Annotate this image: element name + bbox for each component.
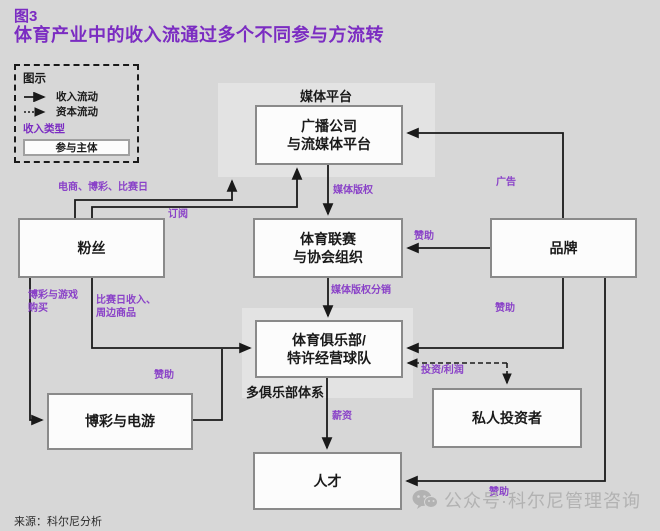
capital-flow-arrow-icon bbox=[24, 106, 46, 117]
flow-label-matchday-merchandise: 比赛日收入、 周边商品 bbox=[96, 295, 156, 319]
flow-label-investment-profit: 投资/利润 bbox=[421, 365, 464, 376]
container-media-platform-label: 媒体平台 bbox=[300, 89, 353, 104]
flow-label-sponsorship-talent: 赞助 bbox=[489, 487, 509, 498]
flow-label-sponsorship-betting: 赞助 bbox=[154, 370, 174, 381]
node-clubs: 体育俱乐部/ 特许经营球队 bbox=[255, 320, 403, 378]
wechat-icon bbox=[412, 490, 438, 509]
node-broadcaster: 广播公司 与流媒体平台 bbox=[255, 105, 403, 165]
legend-revenue-type-label: 收入类型 bbox=[23, 123, 65, 135]
flow-label-media-rights-distribution: 媒体版权分销 bbox=[331, 285, 391, 296]
watermark-text: 公众号·科尔尼管理咨询 bbox=[444, 491, 641, 511]
figure-number: 图3 bbox=[14, 8, 38, 25]
node-brands: 品牌 bbox=[490, 218, 637, 278]
flow-label-ecommerce-betting-matchday: 电商、博彩、比赛日 bbox=[58, 182, 148, 193]
watermark: 公众号·科尔尼管理咨询 bbox=[412, 487, 641, 513]
arrow-betting-to-clubs bbox=[193, 349, 223, 421]
node-betting: 博彩与电游 bbox=[47, 393, 193, 450]
flow-label-salary: 薪资 bbox=[332, 411, 352, 422]
flow-label-media-rights: 媒体版权 bbox=[333, 185, 373, 196]
flow-label-betting-game-purchase: 博彩与游戏 购买 bbox=[28, 290, 78, 314]
legend-revenue-flow-label: 收入流动 bbox=[56, 91, 98, 103]
revenue-flow-arrow-icon bbox=[24, 91, 46, 102]
flow-label-sponsorship-clubs: 赞助 bbox=[495, 303, 515, 314]
node-investors: 私人投资者 bbox=[432, 388, 582, 448]
figure-title: 体育产业中的收入流通过多个不同参与方流转 bbox=[14, 25, 384, 45]
source-note: 来源：科尔尼分析 bbox=[14, 516, 102, 528]
node-talent: 人才 bbox=[253, 452, 402, 510]
node-fans: 粉丝 bbox=[18, 218, 165, 278]
node-league: 体育联赛 与协会组织 bbox=[253, 218, 403, 278]
arrow-brands-to-clubs bbox=[406, 278, 564, 354]
legend-title: 图示 bbox=[23, 73, 46, 85]
flow-label-sponsorship-league: 赞助 bbox=[414, 231, 434, 242]
legend-capital-flow-row: 资本流动 bbox=[23, 104, 130, 119]
container-multi-club-label: 多俱乐部体系 bbox=[246, 385, 325, 400]
flow-label-advertising: 广告 bbox=[496, 177, 516, 188]
legend-participant-sample: 参与主体 bbox=[23, 139, 130, 156]
legend-box: 图示 收入流动 资本流动 收入类型 参与主体 bbox=[14, 64, 139, 163]
legend-capital-flow-label: 资本流动 bbox=[56, 106, 98, 118]
legend-revenue-flow-row: 收入流动 bbox=[23, 89, 130, 104]
flow-label-subscription: 订阅 bbox=[168, 209, 188, 220]
